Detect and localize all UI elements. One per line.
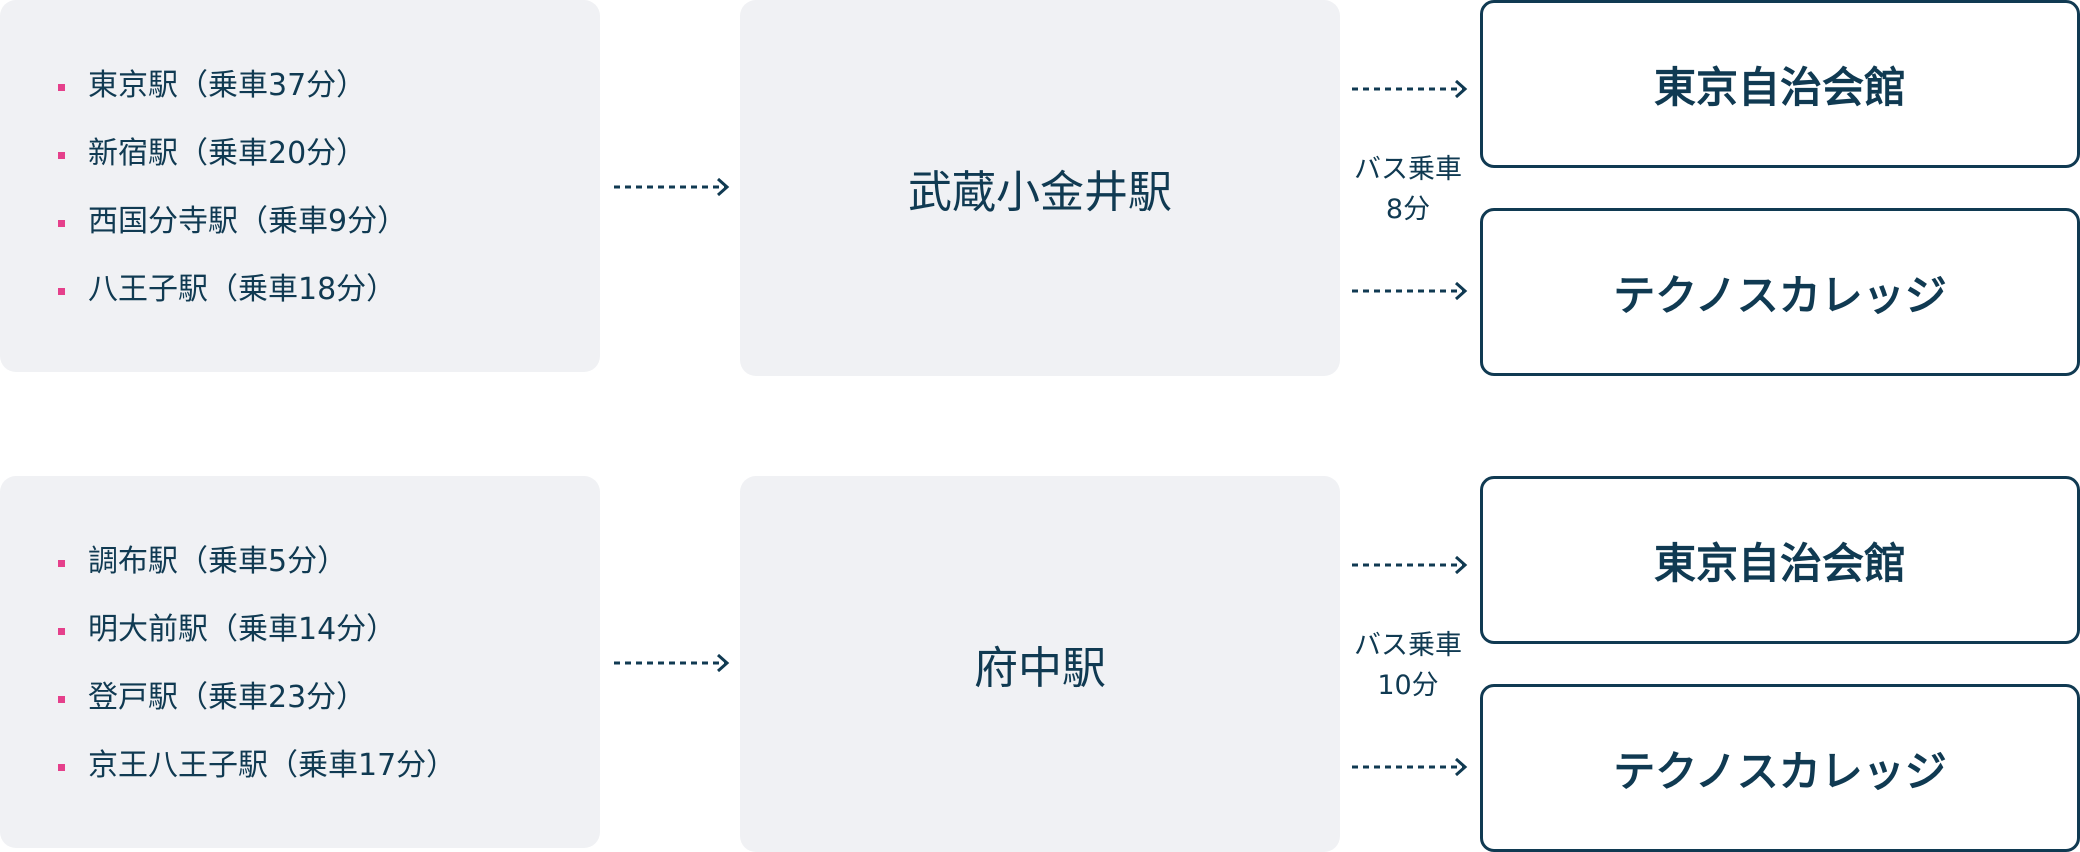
bullet-icon [58, 288, 65, 295]
bus-time: 10分 [1377, 670, 1439, 701]
hub-label: 府中駅 [974, 643, 1106, 694]
hub-station-musashikoganei: 武蔵小金井駅 [740, 0, 1340, 376]
station-list: 調布駅（乗車5分） 明大前駅（乗車14分） 登戸駅（乗車23分） 京王八王子駅（… [58, 542, 456, 814]
arrow-right-icon [1352, 281, 1468, 301]
list-item: 八王子駅（乗車18分） [58, 270, 407, 310]
list-item: 京王八王子駅（乗車17分） [58, 746, 456, 786]
bullet-icon [58, 84, 65, 91]
arrow-right-icon [614, 177, 730, 197]
list-item: 新宿駅（乗車20分） [58, 134, 407, 174]
station-label: 東京駅（乗車37分） [88, 68, 367, 103]
station-label: 八王子駅（乗車18分） [88, 272, 397, 307]
arrow-right-icon [1352, 555, 1468, 575]
bullet-icon [58, 764, 65, 771]
station-panel-fuchu: 調布駅（乗車5分） 明大前駅（乗車14分） 登戸駅（乗車23分） 京王八王子駅（… [0, 476, 600, 848]
bus-label: バス乗車 [1354, 154, 1462, 185]
bullet-icon [58, 220, 65, 227]
list-item: 東京駅（乗車37分） [58, 66, 407, 106]
station-label: 調布駅（乗車5分） [88, 544, 348, 579]
bus-info: バス乗車 10分 [1343, 626, 1473, 706]
arrow-right-icon [1352, 79, 1468, 99]
destination-technos-college: テクノスカレッジ [1480, 684, 2080, 852]
bullet-icon [58, 628, 65, 635]
arrow-right-icon [1352, 757, 1468, 777]
list-item: 調布駅（乗車5分） [58, 542, 456, 582]
station-label: 登戸駅（乗車23分） [88, 680, 367, 715]
station-label: 明大前駅（乗車14分） [88, 612, 397, 647]
arrow-right-icon [614, 653, 730, 673]
destination-label: テクノスカレッジ [1613, 270, 1947, 320]
destination-tokyo-jichi-kaikan: 東京自治会館 [1480, 476, 2080, 644]
destination-label: 東京自治会館 [1653, 538, 1906, 588]
destination-tokyo-jichi-kaikan: 東京自治会館 [1480, 0, 2080, 168]
bus-time: 8分 [1385, 194, 1431, 225]
hub-station-fuchu: 府中駅 [740, 476, 1340, 852]
bus-info: バス乗車 8分 [1343, 150, 1473, 230]
bullet-icon [58, 152, 65, 159]
list-item: 登戸駅（乗車23分） [58, 678, 456, 718]
station-list: 東京駅（乗車37分） 新宿駅（乗車20分） 西国分寺駅（乗車9分） 八王子駅（乗… [58, 66, 407, 338]
station-panel-musashikoganei: 東京駅（乗車37分） 新宿駅（乗車20分） 西国分寺駅（乗車9分） 八王子駅（乗… [0, 0, 600, 372]
bus-label: バス乗車 [1354, 630, 1462, 661]
bullet-icon [58, 696, 65, 703]
station-label: 西国分寺駅（乗車9分） [88, 204, 408, 239]
station-label: 新宿駅（乗車20分） [88, 136, 367, 171]
destination-technos-college: テクノスカレッジ [1480, 208, 2080, 376]
list-item: 明大前駅（乗車14分） [58, 610, 456, 650]
station-label: 京王八王子駅（乗車17分） [88, 748, 457, 783]
hub-label: 武蔵小金井駅 [908, 167, 1172, 218]
bullet-icon [58, 560, 65, 567]
destination-label: テクノスカレッジ [1613, 746, 1947, 796]
list-item: 西国分寺駅（乗車9分） [58, 202, 407, 242]
destination-label: 東京自治会館 [1653, 62, 1906, 112]
